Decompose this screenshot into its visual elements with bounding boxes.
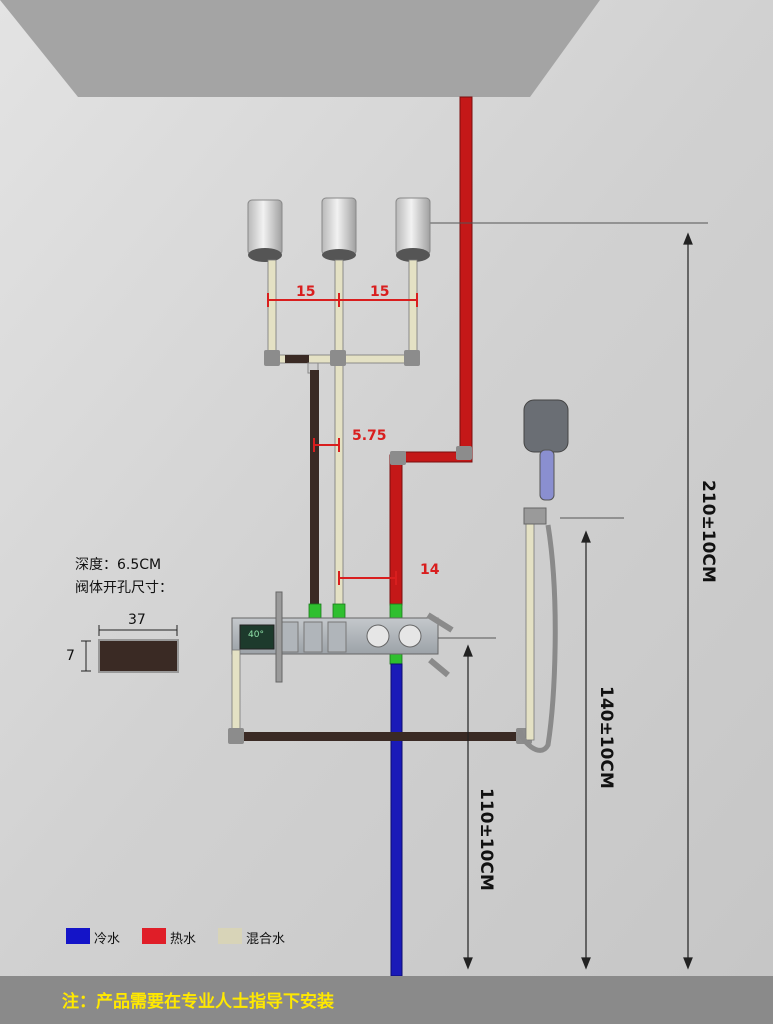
dark-pipe-vertical bbox=[310, 370, 319, 605]
footer-bar bbox=[0, 976, 773, 1024]
legend-hot-swatch bbox=[142, 928, 166, 944]
legend-mix-label: 混合水 bbox=[246, 932, 286, 947]
shower-head-left bbox=[247, 199, 283, 262]
dim-spacing-right: 15 bbox=[370, 284, 390, 300]
dimension-markers bbox=[267, 293, 418, 585]
hole-width-label: 37 bbox=[128, 612, 146, 628]
wall-background bbox=[0, 0, 773, 976]
dim-hot-offset: 14 bbox=[420, 562, 440, 578]
hole-size-label: 阀体开孔尺寸： bbox=[75, 580, 173, 596]
dim-spacing-left: 15 bbox=[296, 284, 316, 300]
footer-note: 注：产品需要在专业人士指导下安装 bbox=[62, 992, 334, 1012]
hand-shower bbox=[517, 399, 624, 753]
ceiling-shower-heads bbox=[247, 197, 431, 262]
legend-cold-label: 冷水 bbox=[94, 932, 121, 947]
depth-label: 深度：6.5CM bbox=[75, 557, 162, 573]
ceiling bbox=[0, 0, 600, 97]
shower-head-right bbox=[395, 197, 431, 262]
shower-head-center bbox=[321, 197, 357, 261]
legend-cold-swatch bbox=[66, 928, 90, 944]
hot-supply-pipe bbox=[389, 96, 473, 606]
legend-hot-label: 热水 bbox=[170, 932, 197, 947]
legend-mix-swatch bbox=[218, 928, 242, 944]
hole-height-label: 7 bbox=[66, 648, 75, 664]
cold-supply-pipe bbox=[390, 663, 403, 977]
mixed-water-branches bbox=[264, 259, 420, 606]
dim-hand-height: 140±10CM bbox=[596, 686, 616, 789]
dim-head-height: 210±10CM bbox=[698, 480, 718, 583]
hole-size-box bbox=[81, 625, 179, 673]
thermostatic-control-panel bbox=[231, 591, 496, 683]
dim-valve-height: 110±10CM bbox=[476, 788, 496, 891]
panel-display-value: 40° bbox=[248, 630, 264, 640]
dim-mix-offset: 5.75 bbox=[352, 428, 387, 444]
height-dimension-lines bbox=[463, 232, 693, 970]
